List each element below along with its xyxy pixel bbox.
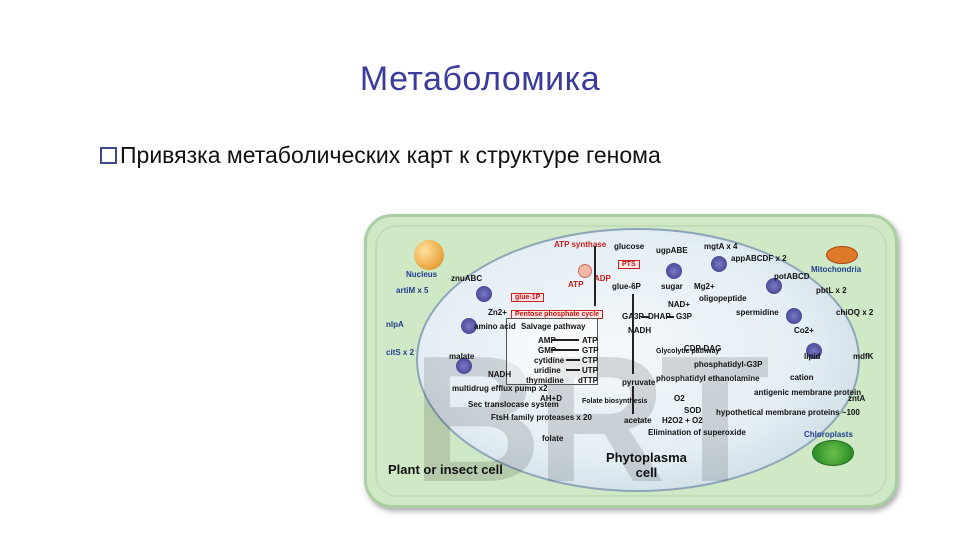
gmp-label: GMP xyxy=(538,346,557,355)
cation-label: cation xyxy=(790,373,814,382)
chloroplast-icon xyxy=(812,440,854,466)
nadh-left-label: NADH xyxy=(488,370,512,379)
folate-label: folate xyxy=(542,434,564,443)
glue6p-label: glue-6P xyxy=(612,282,641,291)
atp-synthase-icon xyxy=(578,264,592,278)
dhap-label: DHAP xyxy=(648,312,671,321)
superoxide-label: Elimination of superoxide xyxy=(648,428,746,437)
host-cell-label: Plant or insect cell xyxy=(388,462,503,477)
thymidine-label: thymidine xyxy=(526,376,564,385)
sec-translocase-label: Sec translocase system xyxy=(468,400,559,409)
nucleus-icon xyxy=(414,240,444,270)
sugar-label: sugar xyxy=(661,282,683,291)
amp-label: AMP xyxy=(538,336,556,345)
appabcdf-label: appABCDF x 2 xyxy=(731,254,787,263)
spermidine-label: spermidine xyxy=(736,308,779,317)
phytoplasma-cell-label: Phytoplasma cell xyxy=(606,450,687,480)
mitochondria-label: Mitochondria xyxy=(811,265,862,274)
glucose-label: glucose xyxy=(614,242,645,251)
ugpabe-label: ugpABE xyxy=(656,246,688,255)
multidrug-label: multidrug efflux pump x2 xyxy=(452,384,548,393)
phosphatidyl-ethanolamine-label: phosphatidyl ethanolamine xyxy=(656,374,760,383)
o2-label: O2 xyxy=(674,394,685,403)
transporter-icon xyxy=(666,263,682,279)
checkbox-bullet-icon xyxy=(100,147,117,164)
malate-label: malate xyxy=(449,352,475,361)
lipid-label: lipid xyxy=(804,352,821,361)
cdp-dag-label: CDP-DAG xyxy=(684,344,722,353)
arrow xyxy=(666,316,674,318)
uridine-label: uridine xyxy=(534,366,561,375)
transporter-icon xyxy=(766,278,782,294)
mg-label: Mg2+ xyxy=(694,282,715,291)
arrow xyxy=(566,369,580,371)
arrow xyxy=(632,386,634,414)
transporter-icon xyxy=(711,256,727,272)
ftsh-label: FtsH family proteases x 20 xyxy=(491,413,592,422)
g3p-label: G3P xyxy=(676,312,693,321)
ahd-label: AH+D xyxy=(540,394,563,403)
pyruvate-label: pyruvate xyxy=(622,378,656,387)
antigenic-membrane-label: antigenic membrane protein xyxy=(754,388,862,397)
folate-biosynthesis-label: Folate biosynthesis xyxy=(582,398,648,405)
chioq-label: chiOQ x 2 xyxy=(836,308,874,317)
salvage-pathway-label: Salvage pathway xyxy=(521,322,586,331)
transporter-icon xyxy=(786,308,802,324)
acetate-label: acetate xyxy=(624,416,652,425)
sod-label: SOD xyxy=(684,406,702,415)
nlpa-label: nlpA xyxy=(386,320,404,329)
pbtl-label: pbtL x 2 xyxy=(816,286,847,295)
atp-top-label: ATP xyxy=(568,280,584,289)
arrow xyxy=(632,294,634,374)
phytoplasma-cell xyxy=(416,228,860,492)
gtp-label: GTP xyxy=(582,346,599,355)
transporter-icon xyxy=(806,343,822,359)
nad-label: NAD+ xyxy=(668,300,691,309)
transporter-icon xyxy=(461,318,477,334)
atp-label: ATP xyxy=(582,336,598,345)
arrow xyxy=(594,246,596,306)
znta-label: zntA xyxy=(848,394,866,403)
arrow xyxy=(566,359,580,361)
slide-title: Метаболомика xyxy=(359,60,601,98)
transporter-icon xyxy=(476,286,492,302)
arrow xyxy=(551,349,579,351)
adp-top-label: ADP xyxy=(594,274,611,283)
znuabc-label: znuABC xyxy=(451,274,483,283)
bullet-item: Привязка метаболических карт к структуре… xyxy=(100,142,661,169)
bullet-text: Привязка метаболических карт к структуре… xyxy=(120,142,661,168)
nucleus-label: Nucleus xyxy=(406,270,438,279)
amino-acid-label: amino acid xyxy=(474,322,516,331)
mitochondria-icon xyxy=(826,246,858,264)
glue1p-box: glue-1P xyxy=(511,293,545,302)
co2-label: Co2+ xyxy=(794,326,814,335)
oligopeptide-label: oligopeptide xyxy=(699,294,747,303)
dttp-label: dTTP xyxy=(578,376,598,385)
mdfk-label: mdfK xyxy=(853,352,874,361)
salvage-pathway-box xyxy=(506,318,598,385)
glycolytic-label: Glycolytic pathway xyxy=(656,348,720,355)
phosphatidyl-g3p-label: phosphatidyl-G3P xyxy=(694,360,763,369)
metabolic-map-figure: BRT Nucleus Mitochondria Chloroplasts Pe… xyxy=(356,208,898,520)
cits-label: citS x 2 xyxy=(386,348,415,357)
nadh-center-label: NADH xyxy=(628,326,652,335)
ptc-box: PTS xyxy=(618,260,640,269)
zn-label: Zn2+ xyxy=(488,308,507,317)
cytidine-label: cytidine xyxy=(534,356,565,365)
atp-synthase-label: ATP synthase xyxy=(554,240,607,249)
hypothetical-membrane-label: hypothetical membrane proteins ~100 xyxy=(716,408,860,417)
arrow xyxy=(551,339,579,341)
h2o2-label: H2O2 + O2 xyxy=(662,416,703,425)
artim-label: artiM x 5 xyxy=(396,286,429,295)
ctp-label: CTP xyxy=(582,356,598,365)
chloroplasts-label: Chloroplasts xyxy=(804,430,853,439)
arrow xyxy=(641,316,649,318)
transporter-icon xyxy=(456,358,472,374)
mgta-label: mgtA x 4 xyxy=(704,242,738,251)
potabcd-label: potABCD xyxy=(774,272,810,281)
utp-label: UTP xyxy=(582,366,598,375)
